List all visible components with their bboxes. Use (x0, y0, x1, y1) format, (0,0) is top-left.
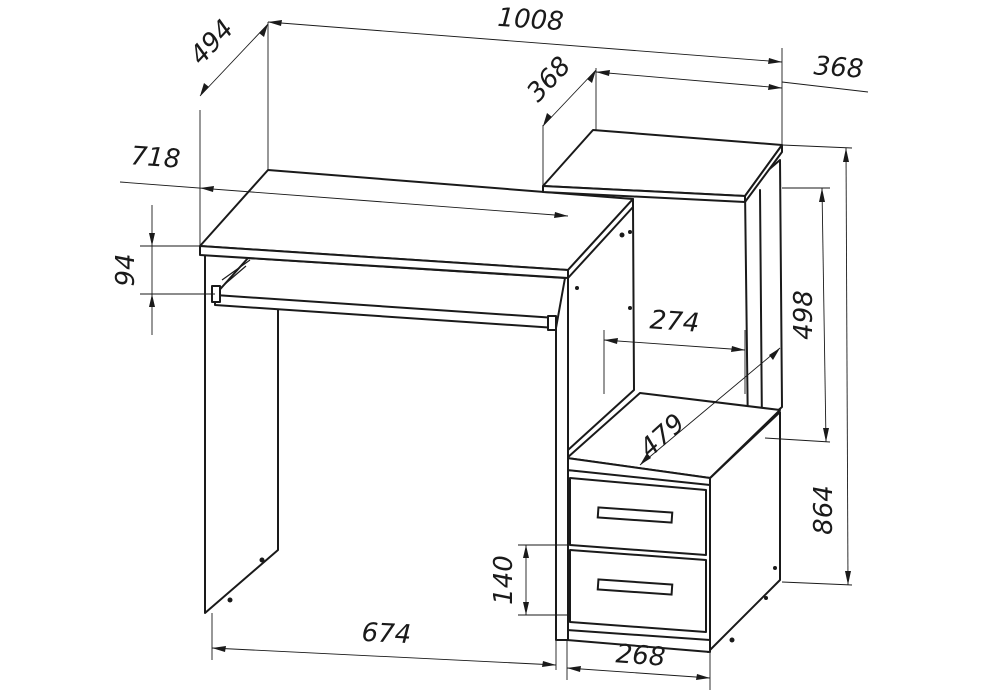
label-total-height: 864 (809, 485, 839, 535)
dim-line-total-width (267, 21, 783, 63)
fastener-dot (773, 566, 777, 570)
drawer-upper-handle (596, 506, 674, 524)
label-leg-space: 674 (361, 618, 412, 651)
foot-dot (259, 557, 265, 563)
desk-body (199, 129, 783, 653)
dim-line-total-height (845, 147, 849, 586)
keyboard-rail-left (221, 259, 251, 281)
plinth-line (566, 629, 711, 641)
dim-line-pedestal-width (566, 667, 711, 679)
dim-line-pedestal-depth (639, 347, 781, 466)
dim-line-tabletop-width (119, 181, 569, 217)
fastener-dot (628, 230, 632, 234)
keyboard-slide-right (547, 315, 557, 331)
label-drawer-height: 140 (489, 555, 519, 605)
center-leg-panel (555, 274, 569, 641)
dim-line-shelf-depth (542, 69, 597, 127)
extension-lines (140, 22, 869, 690)
dim-line-top-depth (199, 23, 269, 97)
foot-dot (729, 637, 735, 643)
fastener-dot (575, 286, 579, 290)
dimension-lines (119, 20, 851, 680)
dim-line-niche-width (603, 339, 746, 351)
foot-dot (227, 597, 233, 603)
fastener-dot (619, 232, 625, 238)
fastener-dot (628, 306, 632, 310)
dim-line-shelf-height (821, 187, 827, 443)
label-pedestal-width: 268 (615, 639, 667, 672)
label-keyboard-gap: 94 (111, 253, 141, 286)
keyboard-rail-left-inner (217, 265, 247, 291)
label-total-width: 1008 (497, 3, 565, 38)
label-top-shelf-width: 368 (813, 51, 865, 84)
top-shelf (542, 129, 783, 197)
foot-dot (764, 596, 768, 600)
dim-line-shelf-width (595, 71, 783, 89)
drawer-lower-handle (596, 578, 674, 596)
label-shelf-height: 498 (789, 290, 819, 340)
top-shelf-side-edge (744, 144, 783, 203)
label-niche-width: 274 (649, 305, 701, 338)
label-tabletop-width: 718 (130, 141, 182, 174)
tabletop-side-edge (567, 198, 634, 279)
dim-line-leg-space (211, 647, 557, 666)
shelf-column-edge (759, 189, 763, 431)
shelf-column (744, 159, 783, 437)
